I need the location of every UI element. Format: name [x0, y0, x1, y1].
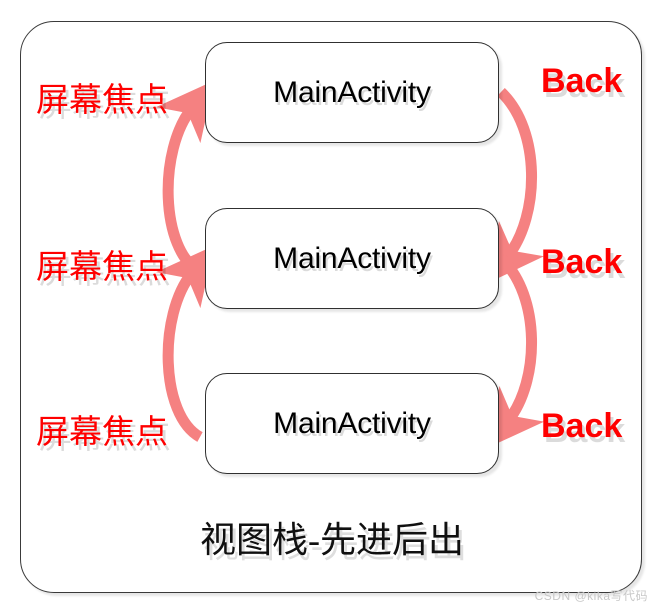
activity-card-3[interactable]: MainActivity	[205, 373, 499, 474]
diagram-caption: 视图栈-先进后出	[200, 520, 464, 560]
activity-card-2[interactable]: MainActivity	[205, 208, 499, 309]
activity-card-1[interactable]: MainActivity	[205, 42, 499, 143]
screen-focus-label-1: 屏幕焦点	[36, 83, 168, 119]
back-label-2: Back	[541, 243, 623, 281]
back-label-1: Back	[541, 62, 623, 100]
activity-card-label: MainActivity	[273, 406, 431, 440]
back-label-3: Back	[541, 407, 623, 445]
screen-focus-label-3: 屏幕焦点	[36, 415, 168, 451]
activity-card-label: MainActivity	[273, 75, 431, 109]
watermark-text: CSDN @kika写代码	[534, 589, 648, 603]
screen-focus-label-2: 屏幕焦点	[36, 250, 168, 286]
activity-card-label: MainActivity	[273, 241, 431, 275]
